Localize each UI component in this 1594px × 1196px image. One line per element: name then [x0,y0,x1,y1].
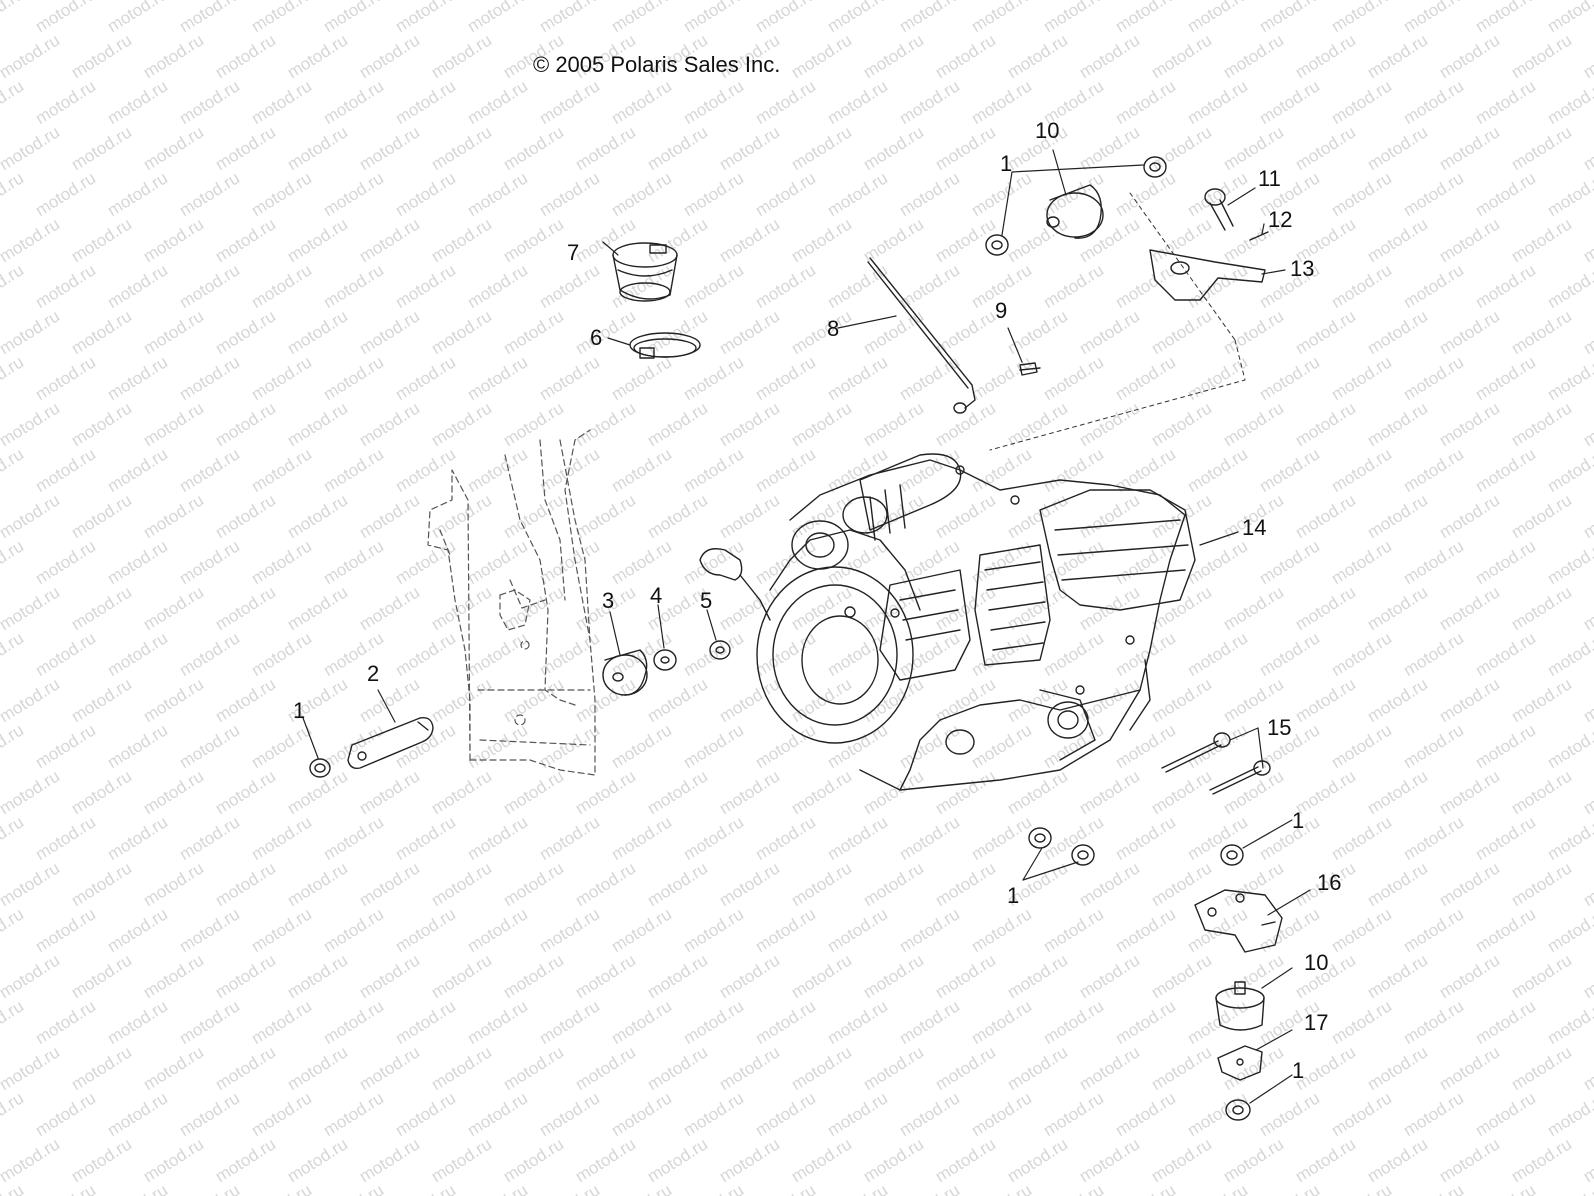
callout-part-8: 8 [827,316,840,341]
callout-part-14: 14 [1242,515,1267,540]
part-11-bolt [1204,188,1234,231]
assembly-guide-lines [989,192,1246,451]
part-10-upper-mount [1046,184,1104,239]
callout-part-13: 13 [1290,256,1315,281]
callout-part-1-lower-left: 1 [1007,883,1020,908]
part-1-nut-upper-left [985,234,1009,256]
part-7-intake-boot [612,242,678,302]
callout-part-4: 4 [650,583,663,608]
callout-part-1: 1 [293,698,306,723]
callout-part-10-upper: 10 [1035,118,1060,143]
part-15-long-bolts [1161,732,1271,795]
part-10-lower-mount [1215,981,1265,1031]
part-1-nut-lower-a [1028,827,1052,849]
callout-part-16: 16 [1317,870,1342,895]
part-1-nut-lower-right [1220,844,1244,866]
callout-part-11: 11 [1258,166,1281,191]
copyright-notice: © 2005 Polaris Sales Inc. [533,52,781,77]
part-5-lock-washer [709,640,731,660]
part-6-hose-clamp [629,332,701,359]
callout-part-2: 2 [367,661,380,686]
callout-part-15: 15 [1267,715,1292,740]
callout-part-6: 6 [590,325,603,350]
part-8-rod [867,257,976,414]
callout-part-1-upper: 1 [1000,151,1013,176]
callout-part-1-lower-right: 1 [1292,808,1305,833]
part-16-lower-bracket [1194,889,1283,953]
part-13-mount-bracket [1149,249,1266,301]
part-9-bolt [1019,362,1041,376]
callout-part-9: 9 [995,298,1008,323]
part-1-nut-lower-b [1071,844,1095,866]
part-12-cotter-pin [1249,231,1269,241]
part-1-nut-upper-right [1143,156,1167,178]
frame-outline [427,429,596,776]
part-1-nut-left [309,758,331,778]
part-4-washer [653,649,677,671]
part-3-mount-grommet [602,649,648,696]
part-1-nut-bottom [1225,1099,1251,1121]
callout-part-17: 17 [1304,1010,1329,1035]
callout-part-7: 7 [567,240,580,265]
callout-part-10-lower: 10 [1304,950,1329,975]
callout-part-5: 5 [700,588,713,613]
callout-part-12: 12 [1268,207,1293,232]
engine-assembly [699,453,1196,791]
leader-lines [302,149,1311,1104]
callout-part-1-bottom: 1 [1292,1058,1305,1083]
part-2-bracket [347,717,434,770]
callout-part-3: 3 [602,588,615,613]
part-17-plate [1217,1045,1263,1081]
